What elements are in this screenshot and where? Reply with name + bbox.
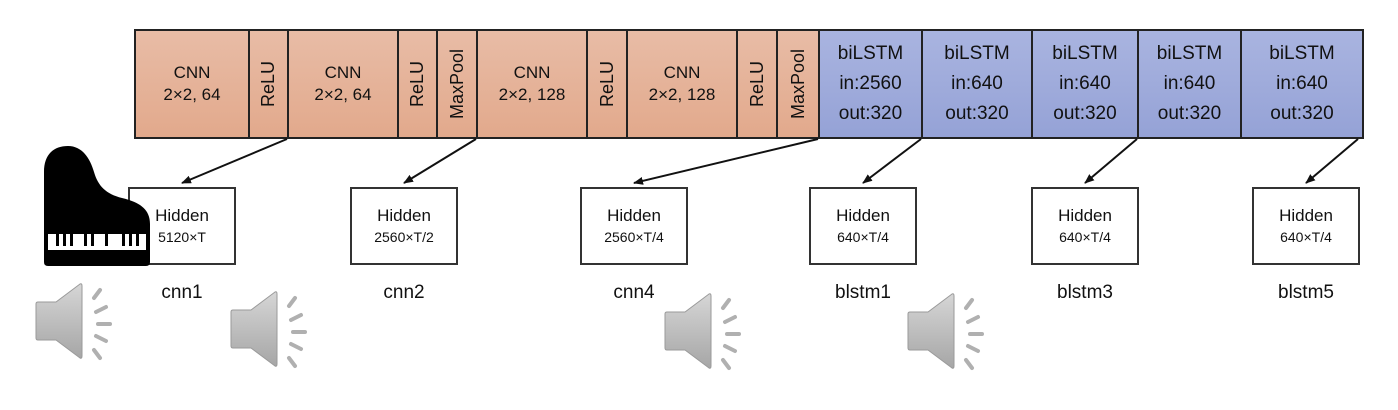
hidden-title: Hidden bbox=[377, 206, 431, 225]
layer-cnn: CNN 2×2, 64 bbox=[136, 31, 250, 137]
layer-cnn: CNN 2×2, 64 bbox=[289, 31, 399, 137]
arrow bbox=[633, 138, 819, 185]
hidden-shape: 5120×T bbox=[158, 229, 206, 245]
layer-bilstm: biLSTM in:640 out:320 bbox=[1242, 31, 1362, 137]
layer-bilstm: biLSTM in:640 out:320 bbox=[923, 31, 1033, 137]
hidden-node-blstm3: Hidden 640×T/4 bbox=[1031, 187, 1139, 265]
hidden-title: Hidden bbox=[836, 206, 890, 225]
hidden-node-cnn2: Hidden 2560×T/2 bbox=[350, 187, 458, 265]
arrows bbox=[181, 138, 1359, 185]
hidden-shape: 640×T/4 bbox=[1280, 229, 1332, 245]
layer-label: biLSTM in:640 out:320 bbox=[1269, 43, 1335, 124]
hidden-node-cnn4: Hidden 2560×T/4 bbox=[580, 187, 688, 265]
node-name-label: blstm5 bbox=[1278, 282, 1334, 303]
speaker-icon[interactable] bbox=[230, 291, 307, 368]
hidden-title: Hidden bbox=[155, 206, 209, 225]
hidden-title: Hidden bbox=[607, 206, 661, 225]
arrow bbox=[1084, 138, 1138, 184]
arrow bbox=[181, 138, 288, 184]
speaker-icon[interactable] bbox=[35, 283, 112, 360]
node-name-label: cnn2 bbox=[383, 282, 425, 303]
node-name-label: blstm3 bbox=[1057, 282, 1113, 303]
hidden-title: Hidden bbox=[1279, 206, 1333, 225]
grand-piano-icon[interactable] bbox=[44, 146, 150, 266]
hidden-node-blstm1: Hidden 640×T/4 bbox=[809, 187, 917, 265]
layer-bilstm: biLSTM in:640 out:320 bbox=[1139, 31, 1242, 137]
node-name-label: cnn1 bbox=[161, 282, 203, 303]
layer-relu: ReLU bbox=[250, 31, 289, 137]
layer-label: CNN 2×2, 128 bbox=[648, 63, 716, 104]
hidden-shape: 2560×T/2 bbox=[374, 229, 434, 245]
layer-cnn: CNN 2×2, 128 bbox=[628, 31, 738, 137]
hidden-shape: 640×T/4 bbox=[837, 229, 889, 245]
layer-label: biLSTM in:640 out:320 bbox=[1052, 43, 1118, 124]
layer-bilstm: biLSTM in:640 out:320 bbox=[1033, 31, 1139, 137]
speaker-icon[interactable] bbox=[907, 293, 984, 370]
arrow bbox=[403, 138, 477, 184]
arrow bbox=[1305, 138, 1359, 184]
layer-cnn: CNN 2×2, 128 bbox=[478, 31, 588, 137]
hidden-shape: 640×T/4 bbox=[1059, 229, 1111, 245]
node-name-label: blstm1 bbox=[835, 282, 891, 303]
layer-label: biLSTM in:640 out:320 bbox=[1156, 43, 1223, 124]
hidden-title: Hidden bbox=[1058, 206, 1112, 225]
speaker-icon[interactable] bbox=[664, 293, 741, 370]
arrow bbox=[862, 138, 922, 184]
layer-relu: ReLU bbox=[588, 31, 628, 137]
layer-maxpool: MaxPool bbox=[778, 31, 820, 137]
layer-label: CNN 2×2, 128 bbox=[498, 63, 566, 104]
layer-relu: ReLU bbox=[399, 31, 438, 137]
hidden-shape: 2560×T/4 bbox=[604, 229, 664, 245]
layer-maxpool: MaxPool bbox=[438, 31, 478, 137]
hidden-node-blstm5: Hidden 640×T/4 bbox=[1252, 187, 1360, 265]
layer-relu: ReLU bbox=[738, 31, 778, 137]
node-name-label: cnn4 bbox=[613, 282, 655, 303]
layer-bilstm: biLSTM in:2560 out:320 bbox=[820, 31, 923, 137]
layer-label: biLSTM in:640 out:320 bbox=[944, 43, 1010, 124]
layer-label: biLSTM in:2560 out:320 bbox=[837, 43, 904, 124]
layer-label: CNN 2×2, 64 bbox=[314, 63, 372, 104]
layer-label: CNN 2×2, 64 bbox=[163, 63, 221, 104]
